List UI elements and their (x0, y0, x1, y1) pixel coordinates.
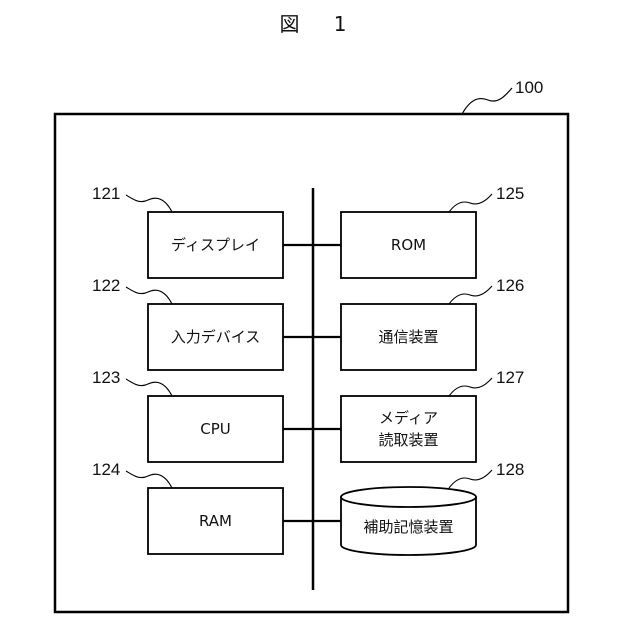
input-device-label: 入力デバイス (148, 304, 283, 370)
media-reader-label-line2: 読取装置 (378, 429, 438, 451)
ref-123: 123 (92, 368, 120, 388)
ref-122: 122 (92, 276, 120, 296)
ref-100: 100 (515, 78, 543, 98)
media-reader-label: メディア 読取装置 (341, 396, 476, 462)
ref-128: 128 (496, 460, 524, 480)
ref-121: 121 (92, 184, 120, 204)
display-label: ディスプレイ (148, 212, 283, 278)
ram-label: RAM (148, 488, 283, 554)
cpu-label: CPU (148, 396, 283, 462)
rom-label: ROM (341, 212, 476, 278)
ref-124: 124 (92, 460, 120, 480)
ref-126: 126 (496, 276, 524, 296)
system-leader (462, 88, 512, 114)
ref-127: 127 (496, 368, 524, 388)
comm-device-label: 通信装置 (341, 304, 476, 370)
media-reader-label-line1: メディア (379, 407, 438, 429)
storage-label: 補助記憶装置 (341, 500, 476, 554)
ref-125: 125 (496, 184, 524, 204)
system-box (55, 114, 568, 612)
